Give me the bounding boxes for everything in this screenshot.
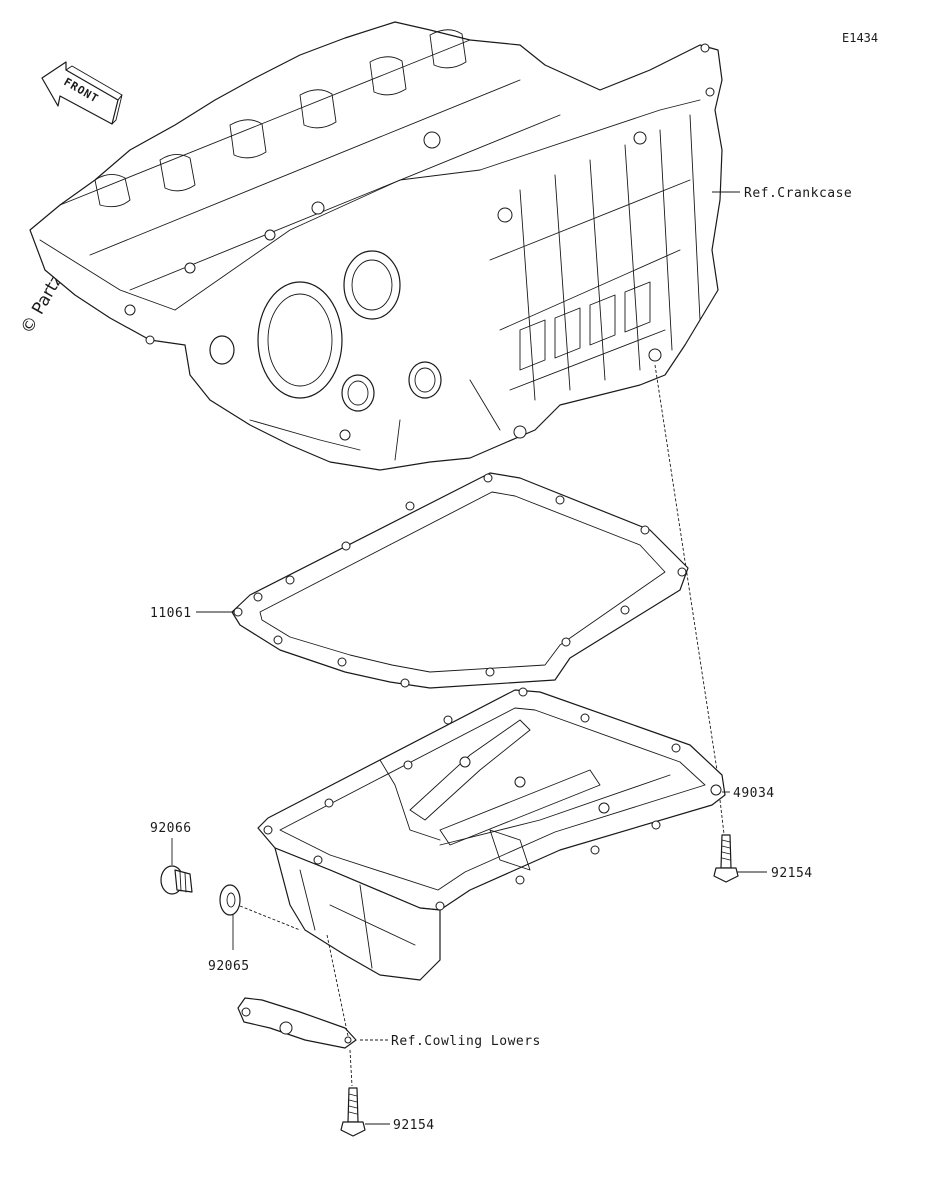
- oil-pan: [257, 687, 726, 981]
- oil-pan-label: 49034: [733, 786, 775, 801]
- bracket-alignment-line: [326, 934, 349, 1037]
- gasket-label: 11061: [150, 606, 192, 621]
- cowling-ref-label: Ref.Cowling Lowers: [391, 1034, 541, 1049]
- alignment-line: [654, 364, 721, 791]
- bracket-bolt-line: [349, 1049, 353, 1087]
- pan-bolt-right: [713, 834, 739, 883]
- crankcase-ref-label: Ref.Crankcase: [744, 186, 852, 201]
- pan-bolt-right-label: 92154: [771, 866, 813, 881]
- pan-bolt-right-line: [719, 799, 725, 835]
- drain-plug: [160, 865, 193, 895]
- front-arrow-icon: FRONT: [41, 61, 123, 125]
- oil-pan-gasket: [231, 472, 689, 689]
- diagram-code: E1434: [842, 31, 878, 45]
- bracket-bolt: [340, 1087, 366, 1137]
- crankcase: [29, 21, 723, 471]
- cowling-bracket: [237, 997, 357, 1049]
- drain-gasket: [219, 884, 241, 916]
- bracket-bolt-label: 92154: [393, 1118, 435, 1133]
- drain-gasket-line: [239, 905, 301, 931]
- drain-gasket-label: 92065: [208, 959, 250, 974]
- drain-plug-label: 92066: [150, 821, 192, 836]
